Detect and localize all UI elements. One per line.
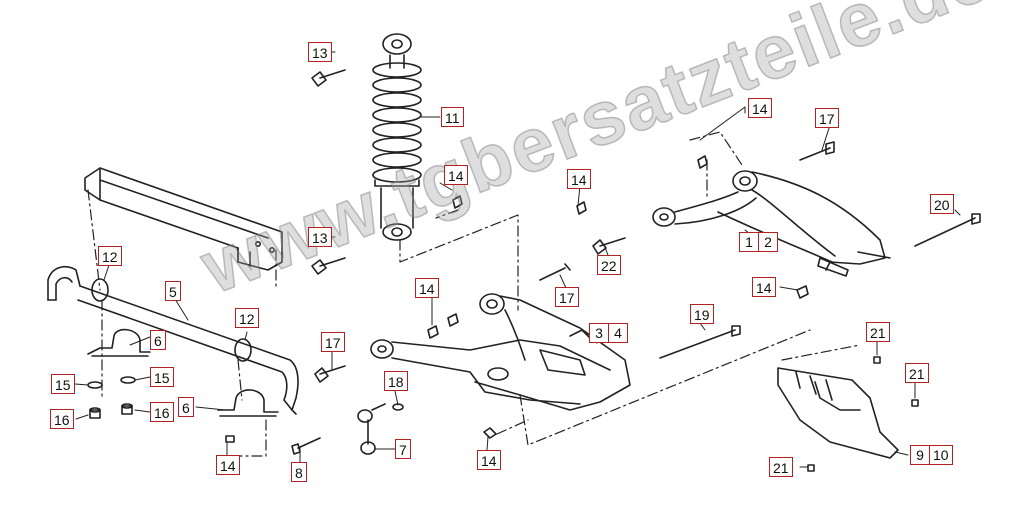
- stabilizer-link: [357, 403, 386, 455]
- skid-plate: [777, 367, 899, 459]
- callout-21-bottom: 21: [769, 457, 793, 477]
- callout-9: 9: [916, 447, 924, 463]
- callout-6-upper: 6: [150, 330, 166, 350]
- callout-13-bottom: 13: [308, 227, 332, 247]
- callout-13-top: 13: [308, 42, 332, 62]
- callout-14-right: 14: [752, 277, 776, 297]
- shock-absorber: [372, 33, 422, 241]
- callout-19: 19: [690, 304, 714, 324]
- small-bolts: [291, 69, 981, 472]
- callout-9-10: 9 10: [910, 445, 953, 465]
- callout-14-mid: 14: [567, 169, 591, 189]
- callout-18: 18: [384, 371, 408, 391]
- callout-1-2: 1 2: [739, 232, 778, 252]
- clamp-lower: [217, 389, 279, 417]
- callout-17-low: 17: [321, 332, 345, 352]
- callout-12-left: 12: [98, 246, 122, 266]
- frame-section: [84, 167, 283, 271]
- callout-14-arm: 14: [415, 278, 439, 298]
- callout-22: 22: [597, 255, 621, 275]
- callout-3-4: 3 4: [589, 323, 628, 343]
- callout-14-bottom-left: 14: [216, 455, 240, 475]
- callout-14-shock: 14: [444, 165, 468, 185]
- callout-21-top: 21: [866, 322, 890, 342]
- assembly-lines: [87, 131, 861, 457]
- callout-3: 3: [595, 325, 603, 341]
- callout-5: 5: [165, 281, 181, 301]
- callout-15-right: 15: [150, 367, 174, 387]
- callout-14-bottom: 14: [477, 450, 501, 470]
- clamp-upper: [87, 328, 151, 357]
- callout-14-top-right: 14: [748, 98, 772, 118]
- callout-2: 2: [758, 233, 777, 251]
- callout-4: 4: [608, 324, 627, 342]
- callout-8: 8: [291, 462, 307, 482]
- callout-20: 20: [930, 194, 954, 214]
- callout-11: 11: [441, 107, 464, 127]
- lower-a-arm: [370, 293, 631, 411]
- callout-12-mid: 12: [235, 308, 259, 328]
- callout-21-mid: 21: [905, 363, 929, 383]
- callout-16-left: 16: [50, 409, 74, 429]
- stabilizer-bar: [47, 266, 299, 415]
- callout-16-right: 16: [150, 402, 174, 422]
- callout-17-mid: 17: [555, 287, 579, 307]
- callout-15-left: 15: [51, 374, 75, 394]
- callout-1: 1: [745, 234, 753, 250]
- upper-a-arm: [652, 170, 891, 277]
- callout-6-lower: 6: [178, 397, 194, 417]
- callout-17-top-right: 17: [815, 108, 839, 128]
- callout-10: 10: [929, 446, 952, 464]
- callout-7: 7: [395, 439, 411, 459]
